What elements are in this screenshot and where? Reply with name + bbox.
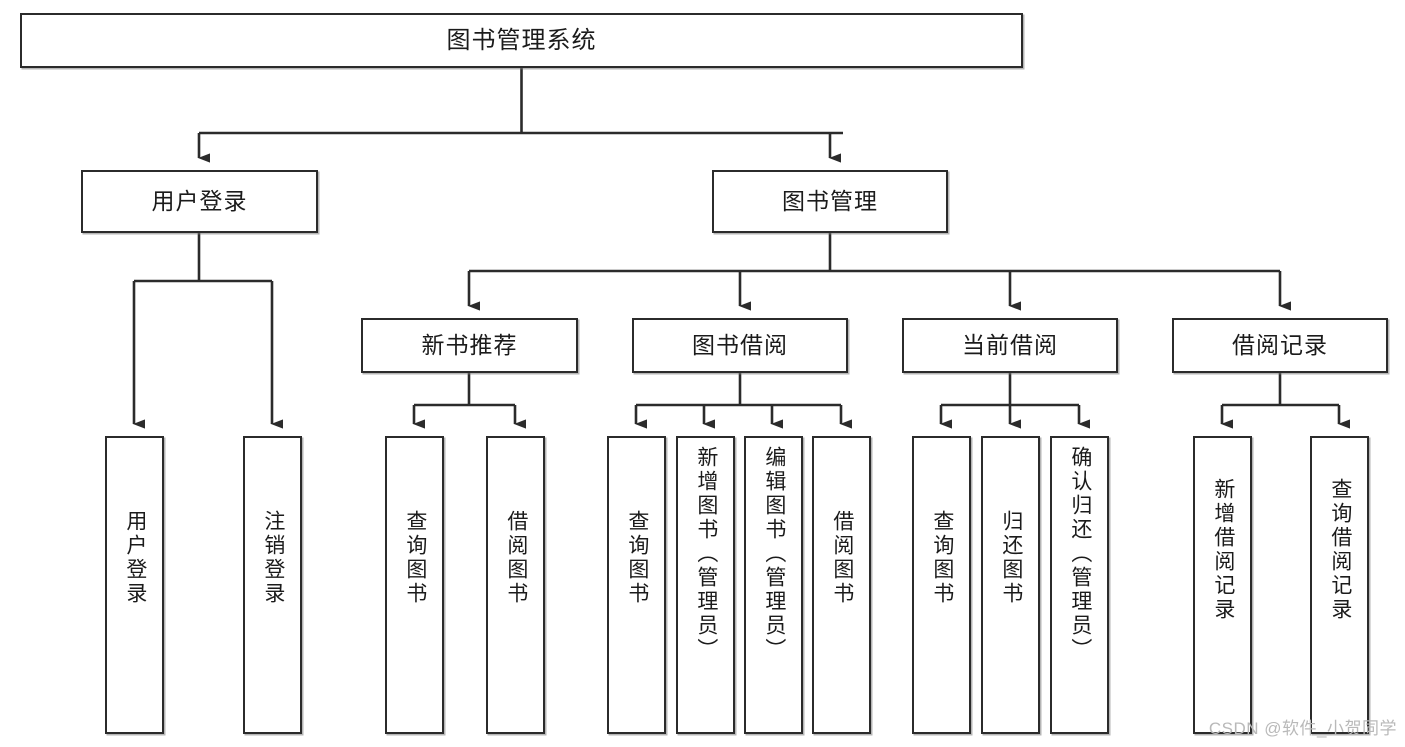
node-label: 确认归还（管理员）: [1068, 446, 1092, 662]
node-label: 注销登录: [261, 510, 285, 606]
node-label: 查询图书: [625, 510, 649, 606]
node-label: 用户登录: [123, 510, 147, 606]
node-book-management[interactable]: 图书管理: [712, 170, 948, 233]
node-user-login[interactable]: 用户登录: [81, 170, 318, 233]
node-label: 新书推荐: [421, 332, 518, 358]
node-new-book-recommend[interactable]: 新书推荐: [361, 318, 578, 373]
node-label: 编辑图书（管理员）: [762, 446, 786, 662]
node-label: 用户登录: [151, 188, 248, 214]
leaf-add-book-admin[interactable]: 新增图书（管理员）: [676, 436, 735, 734]
leaf-add-borrow-record[interactable]: 新增借阅记录: [1193, 436, 1252, 734]
node-label: 借阅记录: [1232, 332, 1328, 358]
leaf-confirm-return-admin[interactable]: 确认归还（管理员）: [1050, 436, 1109, 734]
node-label: 查询图书: [930, 510, 954, 606]
leaf-query-book-new[interactable]: 查询图书: [385, 436, 444, 734]
leaf-return-book[interactable]: 归还图书: [981, 436, 1040, 734]
node-label: 查询图书: [403, 510, 427, 606]
leaf-edit-book-admin[interactable]: 编辑图书（管理员）: [744, 436, 803, 734]
node-label: 图书管理: [782, 188, 878, 214]
node-borrow-record[interactable]: 借阅记录: [1172, 318, 1388, 373]
node-label: 当前借阅: [962, 332, 1058, 358]
node-label: 新增借阅记录: [1211, 478, 1235, 622]
leaf-user-login[interactable]: 用户登录: [105, 436, 164, 734]
leaf-logout[interactable]: 注销登录: [243, 436, 302, 734]
leaf-query-book-current[interactable]: 查询图书: [912, 436, 971, 734]
node-label: 查询借阅记录: [1328, 478, 1352, 622]
node-label: 图书借阅: [692, 332, 788, 358]
leaf-borrow-book-new[interactable]: 借阅图书: [486, 436, 545, 734]
node-label: 图书管理系统: [446, 26, 597, 54]
node-label: 归还图书: [999, 510, 1023, 606]
node-label: 借阅图书: [504, 510, 528, 606]
node-label: 新增图书（管理员）: [694, 446, 718, 662]
leaf-query-borrow-record[interactable]: 查询借阅记录: [1310, 436, 1369, 734]
node-book-borrow[interactable]: 图书借阅: [632, 318, 848, 373]
node-root-system[interactable]: 图书管理系统: [20, 13, 1023, 68]
leaf-query-book-borrow[interactable]: 查询图书: [607, 436, 666, 734]
node-label: 借阅图书: [830, 510, 854, 606]
node-current-borrow[interactable]: 当前借阅: [902, 318, 1118, 373]
leaf-borrow-book[interactable]: 借阅图书: [812, 436, 871, 734]
